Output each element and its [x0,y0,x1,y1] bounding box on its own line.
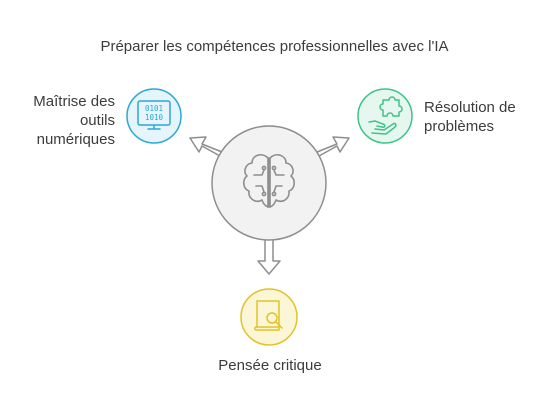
arrow-right [316,136,350,157]
node-digital-tools: 0101 1010 [126,88,182,144]
binary-monitor-icon: 0101 1010 [137,100,171,130]
label-critical-thinking: Pensée critique [0,356,540,375]
label-line: outils [79,112,115,129]
label-line: Résolution de [424,99,516,116]
label-digital-tools: Maîtrise des outils numériques [0,92,115,149]
brain-circuit-icon [243,154,295,208]
diagram-title: Préparer les compétences professionnelle… [100,38,449,55]
svg-text:1010: 1010 [145,113,164,122]
node-critical-thinking [240,288,298,346]
label-line: Maîtrise des [33,93,115,110]
central-hub [211,125,327,241]
label-line: numériques [36,131,115,148]
node-problem-solving [357,88,413,144]
svg-text:0101: 0101 [145,104,163,113]
label-line: problèmes [424,118,495,135]
arrow-down [257,237,281,275]
arrow-left [189,136,223,157]
label-line: Pensée critique [218,357,322,374]
book-search-icon [254,300,283,331]
label-problem-solving: Résolution de problèmes [424,98,544,136]
puzzle-hand-icon [368,96,403,135]
